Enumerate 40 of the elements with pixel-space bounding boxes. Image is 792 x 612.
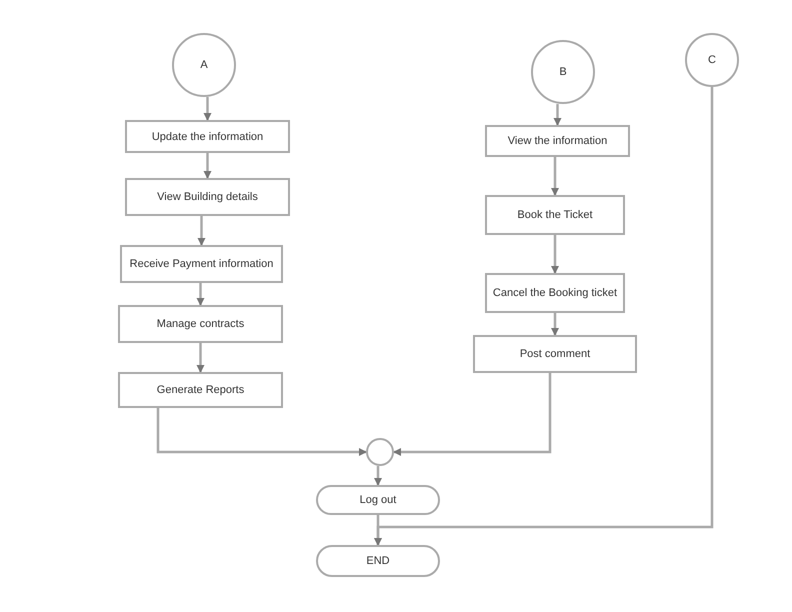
arrow	[551, 157, 559, 196]
node-text: Update the information	[152, 130, 264, 142]
arrow	[204, 153, 212, 179]
process-box	[485, 273, 625, 313]
node-text: Receive Payment information	[130, 258, 274, 270]
node-text: Book the Ticket	[517, 209, 593, 221]
node-text: View the information	[508, 135, 608, 147]
node-text: Generate Reports	[156, 384, 244, 396]
node-text: END	[366, 555, 390, 567]
process-box	[125, 178, 290, 216]
arrow	[393, 373, 552, 456]
merge-circle	[366, 438, 394, 466]
arrow	[196, 283, 204, 306]
connector-circle	[685, 33, 739, 87]
arrow	[374, 466, 382, 486]
process-box	[473, 335, 637, 373]
process-box	[120, 245, 283, 283]
node-text: C	[708, 54, 716, 66]
arrow	[196, 343, 204, 373]
process-box	[485, 125, 630, 157]
arrow	[374, 87, 714, 546]
process-box	[118, 372, 283, 408]
process-box	[118, 305, 283, 343]
terminal-box	[316, 545, 440, 577]
arrow	[551, 313, 559, 336]
node-text: View Building details	[157, 191, 258, 203]
node-text: Log out	[360, 494, 396, 506]
arrow	[551, 235, 559, 274]
arrow	[554, 104, 562, 126]
node-text: B	[559, 66, 567, 78]
arrow	[156, 408, 367, 456]
arrow	[198, 216, 206, 246]
terminal-box	[316, 485, 440, 515]
arrow	[204, 97, 212, 121]
process-box	[125, 120, 290, 153]
node-text: A	[200, 59, 208, 71]
process-box	[485, 195, 625, 235]
node-text: Post comment	[520, 348, 590, 360]
node-text: Cancel the Booking ticket	[492, 287, 618, 299]
node-text: Manage contracts	[156, 318, 244, 330]
